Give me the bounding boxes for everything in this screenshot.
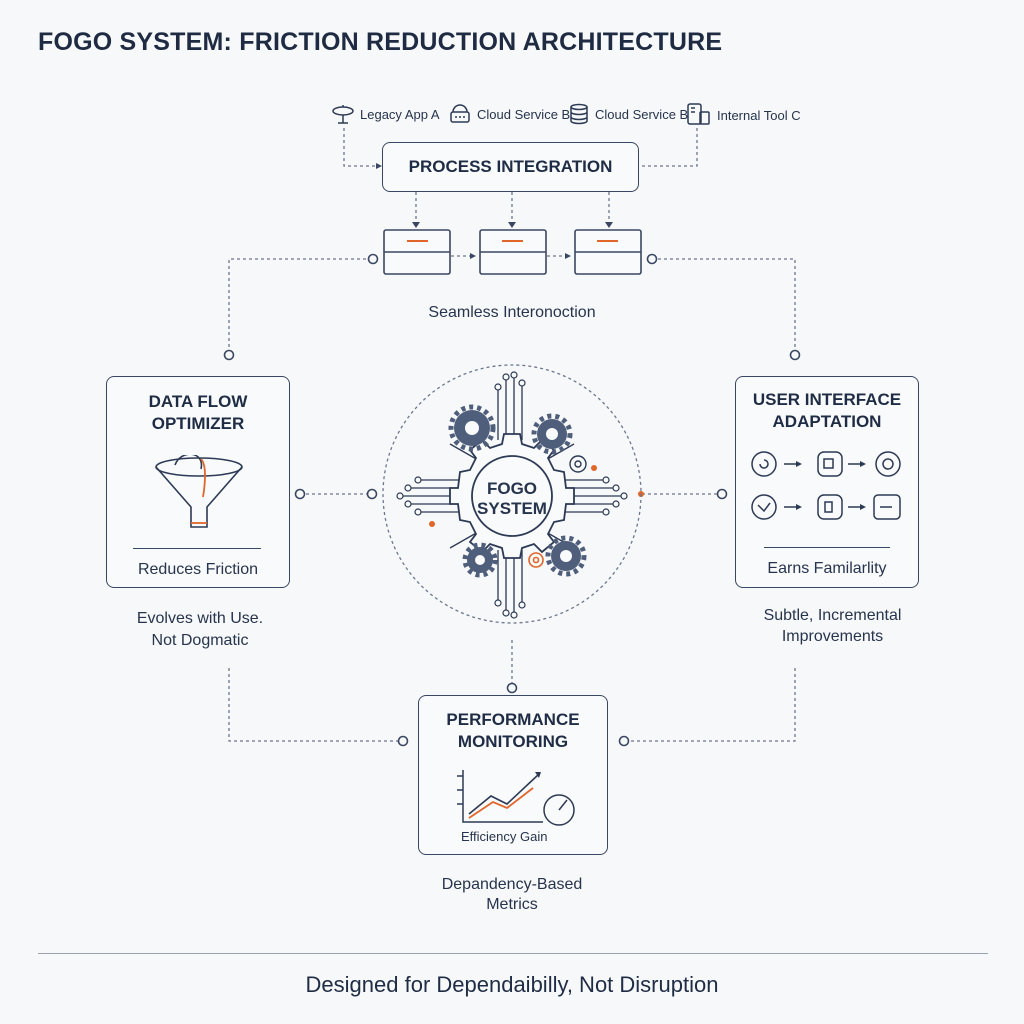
process-integration-box: PROCESS INTEGRATION <box>382 142 639 192</box>
source-legacy-app: Legacy App A <box>331 103 440 125</box>
efficiency-gain-label: Efficiency Gain <box>461 829 548 844</box>
footer-divider <box>38 953 988 954</box>
server-icon <box>450 104 470 123</box>
ui-adaptation-label: Earns Familarlity <box>767 560 887 577</box>
source-internal-tool: Internal Tool C <box>686 103 801 127</box>
performance-monitoring-box: PERFORMANCE MONITORING Efficiency Gain <box>418 695 608 855</box>
divider <box>764 547 890 548</box>
data-flow-caption-line1: Evolves with Use. <box>136 610 264 627</box>
ui-adaptation-box: USER INTERFACE ADAPTATION Earns Familarl… <box>735 376 919 588</box>
satellite-dish-icon <box>332 105 354 124</box>
divider <box>133 548 261 549</box>
performance-caption-line2: Metrics <box>486 896 538 913</box>
ui-adaptation-title-line2: ADAPTATION <box>772 412 882 431</box>
database-icon <box>570 103 588 125</box>
data-flow-optimizer-box: DATA FLOW OPTIMIZER Reduces Friction <box>106 376 290 588</box>
integration-modules <box>383 229 642 275</box>
performance-caption-line1: Depandency-Based <box>441 876 583 893</box>
core-title-line2: SYSTEM <box>477 499 547 518</box>
source-label: Cloud Service B <box>595 106 689 122</box>
source-label: Internal Tool C <box>717 107 801 123</box>
data-flow-caption-line2: Not Dogmatic <box>151 632 249 649</box>
core-title-line1: FOGO <box>486 479 538 498</box>
funnel-icon <box>155 455 243 528</box>
source-cloud-service-1: Cloud Service B <box>448 103 570 125</box>
data-flow-label: Reduces Friction <box>137 561 259 578</box>
source-label: Cloud Service B <box>477 106 571 122</box>
ui-adaptation-title-line1: USER INTERFACE <box>752 390 902 409</box>
efficiency-chart-icon <box>457 770 575 826</box>
data-flow-title-line1: DATA FLOW <box>148 392 248 411</box>
performance-title-line1: PERFORMANCE <box>446 710 580 729</box>
footer-tagline: Designed for Dependaibilly, Not Disrupti… <box>305 972 719 997</box>
source-label: Legacy App A <box>360 106 440 122</box>
fogo-core-graphic <box>382 364 642 624</box>
performance-title-line2: MONITORING <box>457 732 569 751</box>
ui-adaptation-caption-line1: Subtle, Incremental <box>763 607 902 624</box>
page-title: FOGO SYSTEM: FRICTION REDUCTION ARCHITEC… <box>38 28 723 56</box>
ui-adaptation-caption-line2: Improvements <box>781 628 884 645</box>
devices-icon <box>687 103 710 125</box>
process-integration-caption: Seamless Interonoction <box>428 304 596 321</box>
data-flow-title-line2: OPTIMIZER <box>151 414 245 433</box>
ui-adaptation-steps <box>751 451 901 520</box>
process-integration-title: PROCESS INTEGRATION <box>408 157 613 176</box>
source-cloud-service-2: Cloud Service B <box>568 103 688 125</box>
